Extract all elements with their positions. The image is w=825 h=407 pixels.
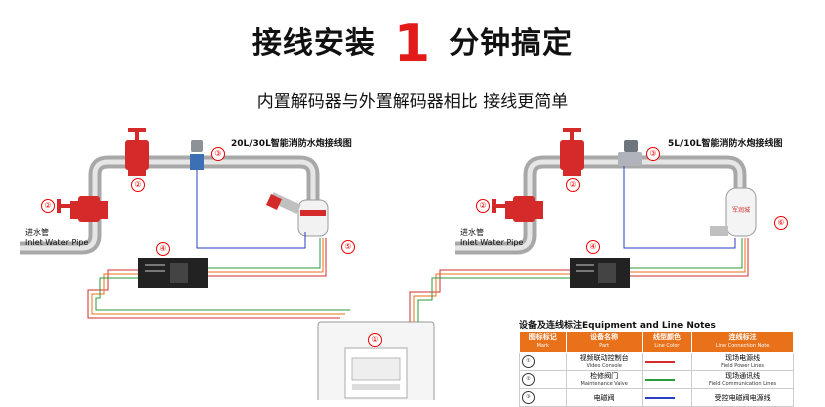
page-subtitle: 内置解码器与外置解码器相比 接线更简单	[256, 92, 569, 112]
row-mark: ②	[519, 370, 567, 389]
header-en: Line Connection Note	[715, 343, 770, 349]
mark-circle: ②	[522, 373, 535, 386]
note-cn: 现场通讯线	[725, 371, 761, 380]
right-valve-lower	[492, 196, 543, 222]
right-inlet-cn: 进水管	[460, 228, 484, 237]
part-en: Maintenance Valve	[580, 380, 628, 387]
right-marker-6: ⑥	[774, 216, 788, 230]
header-en: Line Color	[654, 343, 680, 349]
right-inlet-label: 进水管 Inlet Water Pipe	[460, 228, 523, 248]
row-mark: ①	[519, 352, 567, 371]
note-cn: 现场电源线	[725, 353, 761, 362]
row-part: 电磁阀	[565, 388, 643, 407]
table-row: ③ 电磁阀 受控电磁阀电源线	[519, 388, 794, 407]
right-inlet-en: Inlet Water Pipe	[460, 238, 524, 247]
right-solenoid	[618, 140, 642, 166]
notes-table: 图标标记 Mark 设备名称 Part 线型颜色 Line Color 连线标注 Lin…	[519, 331, 794, 407]
notes-header-color: 线型颜色 Line Color	[641, 331, 693, 353]
part-en: Video Console	[586, 362, 622, 369]
left-marker-2a: ②	[41, 199, 55, 213]
header-cn: 连线标注	[728, 333, 757, 341]
right-cannon	[710, 187, 757, 237]
row-color	[641, 370, 693, 389]
note-cn: 受控电磁阀电源线	[714, 393, 771, 402]
header-en: Part	[599, 343, 610, 349]
right-marker-2b: ②	[566, 178, 580, 192]
right-marker-4: ④	[586, 240, 600, 254]
right-decoder	[570, 258, 630, 288]
notes-header-mark: 图标标记 Mark	[519, 331, 567, 353]
part-cn: 电磁阀	[593, 393, 615, 402]
left-inlet-cn: 进水管	[25, 228, 49, 237]
left-inlet-label: 进水管 Inlet Water Pipe	[25, 228, 88, 248]
left-valve-upper	[125, 128, 149, 176]
part-cn: 视频联动控制台	[579, 353, 629, 362]
left-valve-lower	[57, 196, 108, 222]
left-blue-line	[196, 170, 306, 249]
left-marker-4: ④	[156, 242, 170, 256]
right-diagram-title: 5L/10L智能消防水炮接线图	[668, 139, 783, 149]
header-cn: 图标标记	[528, 333, 557, 341]
left-marker-3: ③	[211, 147, 225, 161]
right-marker-2a: ②	[476, 199, 490, 213]
part-cn: 检修阀门	[590, 371, 619, 380]
notes-header-part: 设备名称 Part	[565, 331, 643, 353]
video-console	[317, 321, 435, 400]
header-cn: 线型颜色	[652, 333, 681, 341]
mark-circle: ①	[522, 355, 535, 368]
notes-header-row: 图标标记 Mark 设备名称 Part 线型颜色 Line Color 连线标注 Lin…	[519, 331, 794, 353]
header-en: Mark	[536, 343, 549, 349]
mark-circle: ③	[522, 391, 535, 404]
left-solenoid	[190, 140, 204, 170]
left-marker-5: ⑤	[341, 240, 355, 254]
left-cannon	[266, 192, 329, 237]
page-title: 接线安装 1 分钟搞定	[0, 14, 825, 74]
line-swatch-blue	[644, 396, 675, 399]
line-swatch-green	[644, 378, 675, 381]
row-color	[641, 388, 693, 407]
title-right: 分钟搞定	[449, 26, 574, 61]
notes-header-note: 连线标注 Line Connection Note	[691, 331, 794, 353]
title-left: 接线安装	[251, 26, 376, 61]
left-decoder	[138, 258, 208, 288]
title-number: 1	[393, 14, 432, 74]
row-note: 受控电磁阀电源线	[691, 388, 794, 407]
right-blue-line	[623, 166, 736, 249]
note-en: Field Power Lines	[721, 362, 765, 369]
notes-title: 设备及连线标注Equipment and Line Notes	[519, 321, 716, 331]
console-marker-1: ①	[368, 333, 382, 347]
row-color	[641, 352, 693, 371]
right-cannon-label: 军润城	[732, 206, 750, 214]
left-marker-2b: ②	[131, 178, 145, 192]
line-swatch-red	[644, 360, 675, 363]
header-cn: 设备名称	[590, 333, 619, 341]
right-valve-upper	[560, 128, 584, 176]
note-en: Field Communication Lines	[709, 380, 777, 387]
right-marker-3: ③	[646, 147, 660, 161]
left-diagram-title: 20L/30L智能消防水炮接线图	[231, 139, 352, 149]
left-inlet-en: Inlet Water Pipe	[25, 238, 89, 247]
row-mark: ③	[519, 388, 567, 407]
